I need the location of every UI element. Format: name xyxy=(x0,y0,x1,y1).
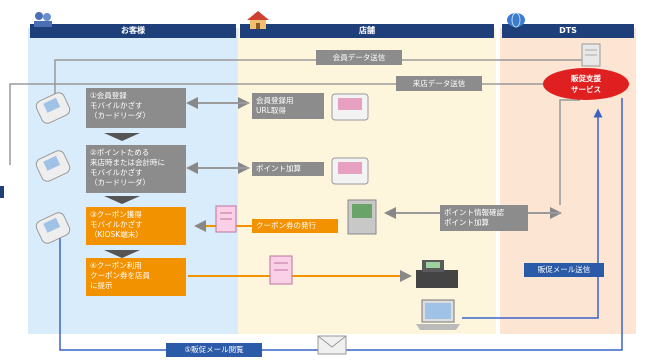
server-icon xyxy=(580,42,602,68)
card-reader-icon xyxy=(330,152,372,188)
customers-icon xyxy=(32,10,54,28)
laptop-icon xyxy=(414,298,462,332)
dts-lane-header: DTS xyxy=(502,24,634,38)
kiosk-terminal-icon xyxy=(342,196,384,238)
point-add-label: ポイント加算 xyxy=(252,162,324,176)
step-1-box: ①会員登録 モバイルかざす （カードリーダ） xyxy=(86,88,186,128)
coupon-issue-label: クーポン券の発行 xyxy=(252,219,338,233)
step-2-box: ②ポイントためる 来店時または会計時に モバイルかざす （カードリーダ） xyxy=(86,145,186,193)
mobile-phone-icon xyxy=(32,92,76,124)
promo-mail-send-label: 販促メール送信 xyxy=(524,263,604,277)
step-3-box: ③クーポン獲得 モバイルかざす （KIOSK端末） xyxy=(86,207,186,245)
member-data-label: 会員データ送信 xyxy=(316,50,402,65)
mobile-phone-icon xyxy=(32,150,76,182)
promo-mail-view-label: ⑤販促メール閲覧 xyxy=(166,343,262,357)
side-marker xyxy=(0,186,4,198)
cash-register-icon xyxy=(412,256,462,292)
mail-envelope-icon xyxy=(316,332,350,358)
customer-lane-header: お客様 xyxy=(30,24,236,38)
step-4-box: ④クーポン利用 クーポン券を店員 に提示 xyxy=(86,258,186,296)
coupon-ticket-icon xyxy=(214,204,238,234)
card-reader-icon xyxy=(330,88,372,124)
mobile-phone-icon xyxy=(32,212,76,244)
url-fetch-label: 会員登録用 URL取得 xyxy=(252,93,324,119)
point-confirm-label: ポイント情報確認 ポイント加算 xyxy=(440,205,528,231)
visit-data-label: 来店データ送信 xyxy=(396,76,482,91)
coupon-ticket-icon xyxy=(268,254,294,286)
promo-service-cloud: 販促支援 サービス xyxy=(543,68,629,100)
store-house-icon xyxy=(246,10,270,30)
dts-globe-icon xyxy=(506,12,526,28)
store-lane-header: 店舗 xyxy=(240,24,494,38)
